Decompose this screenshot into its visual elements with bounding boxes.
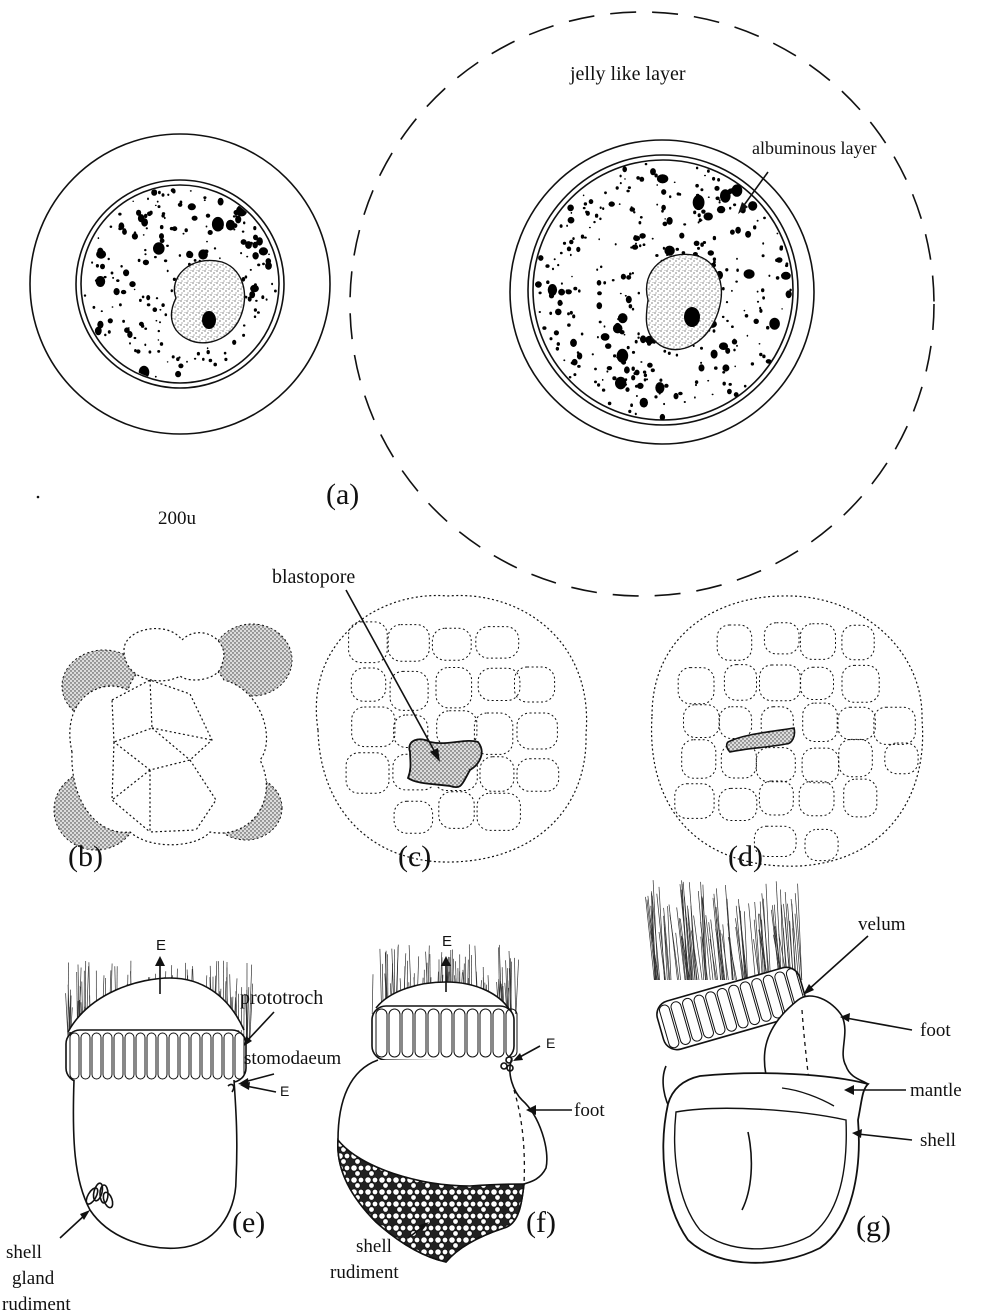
panel-c-label: (c) [398, 840, 431, 873]
panel-e: E prototroch stomodaeum E shell gland ru… [2, 937, 341, 1315]
velum-label: velum [858, 914, 906, 935]
f-top-label: E [442, 933, 452, 950]
shell-label: shell [920, 1130, 956, 1151]
nucleolus [684, 307, 700, 327]
nucleus [171, 260, 244, 342]
cilia [646, 880, 802, 980]
panel-d-label: (d) [728, 840, 763, 873]
f-side-label: E [546, 1035, 555, 1051]
prototroch-band [66, 1030, 246, 1082]
albuminous-label: albuminous layer [752, 138, 876, 158]
jelly-layer-outline [350, 12, 934, 596]
hyposphere [73, 1080, 236, 1248]
shell-gland-label-1: shell [6, 1242, 42, 1263]
blastopore-label: blastopore [272, 566, 355, 588]
f-foot-label: foot [574, 1100, 605, 1121]
large-egg [350, 12, 934, 596]
scale-mark [37, 496, 40, 499]
panel-c: blastopore (c) [272, 566, 587, 873]
panel-a-label: (a) [326, 478, 359, 511]
e-top-label: E [156, 937, 166, 954]
panel-b: (b) [54, 624, 292, 873]
panel-f-label: (f) [526, 1206, 556, 1239]
mantle-label: mantle [910, 1080, 962, 1101]
nucleolus [202, 311, 216, 329]
panel-f: E E foot shell rudiment (f) [330, 933, 605, 1283]
prototroch-label: prototroch [240, 987, 323, 1009]
shell-gland-label-2: gland [12, 1268, 55, 1289]
nucleus [646, 254, 721, 349]
g-foot-label: foot [920, 1020, 951, 1041]
prototroch-band [372, 1006, 517, 1060]
scale-label: 200u [158, 508, 197, 529]
shell-rudiment-label-2: rudiment [330, 1262, 399, 1283]
e-side-label: E [280, 1083, 289, 1099]
small-egg [30, 134, 330, 434]
jelly-layer-label: jelly like layer [569, 63, 686, 85]
panel-g: velum foot mantle shell (g) [646, 880, 962, 1263]
panel-d: (d) [652, 596, 923, 873]
shell-gland-label-3: rudiment [2, 1294, 71, 1315]
panel-a: jelly like layer albuminous layer (a) 20… [30, 12, 934, 596]
stomodaeum-label: stomodaeum [244, 1048, 341, 1069]
panel-g-label: (g) [856, 1210, 891, 1243]
shell-rudiment-label-1: shell [356, 1236, 392, 1257]
panel-e-label: (e) [232, 1206, 265, 1239]
episphere [68, 978, 244, 1032]
panel-b-label: (b) [68, 840, 103, 873]
